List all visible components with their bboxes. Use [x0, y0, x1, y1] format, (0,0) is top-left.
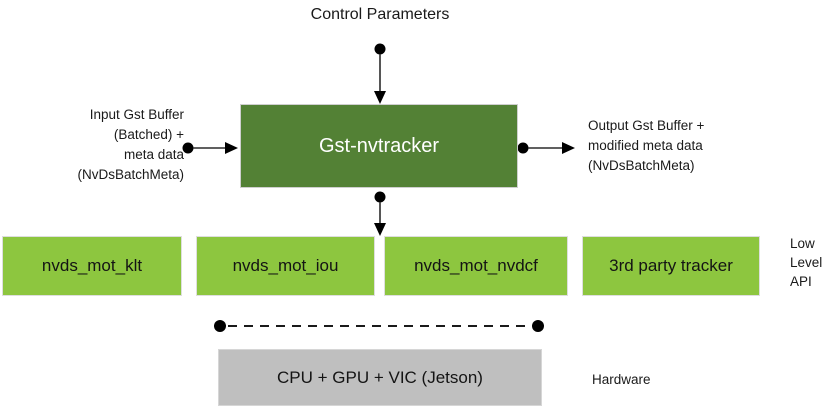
control-parameters-connector	[374, 43, 386, 104]
tracker-box-nvds-mot-nvdcf: nvds_mot_nvdcf	[384, 236, 568, 296]
input-connector	[182, 142, 238, 154]
hardware-box: CPU + GPU + VIC (Jetson)	[218, 349, 542, 406]
input-buffer-label: Input Gst Buffer (Batched) + meta data (…	[77, 107, 184, 182]
tracker-box-label: nvds_mot_klt	[41, 256, 143, 275]
hardware-box-label: CPU + GPU + VIC (Jetson)	[277, 367, 483, 387]
output-connector	[517, 142, 575, 154]
tracker-box-label: 3rd party tracker	[609, 256, 733, 275]
output-buffer-label: Output Gst Buffer + modified meta data (…	[588, 118, 705, 173]
tracker-box-label: nvds_mot_iou	[232, 256, 339, 275]
tracker-box-nvds-mot-klt: nvds_mot_klt	[2, 236, 182, 296]
tracker-box-nvds-mot-iou: nvds_mot_iou	[196, 236, 375, 296]
tracker-box-label: nvds_mot_nvdcf	[414, 256, 538, 275]
low-level-api-label: Low Level API	[790, 236, 823, 289]
hardware-dashed-connector	[214, 320, 544, 332]
low-level-connector	[374, 191, 386, 236]
gst-nvtracker-box-label: Gst-nvtracker	[318, 134, 440, 157]
gst-nvtracker-box: Gst-nvtracker	[240, 104, 518, 188]
tracker-box-3rd-party: 3rd party tracker	[582, 236, 760, 296]
hardware-label: Hardware	[592, 372, 651, 387]
control-parameters-label: Control Parameters	[310, 6, 450, 23]
